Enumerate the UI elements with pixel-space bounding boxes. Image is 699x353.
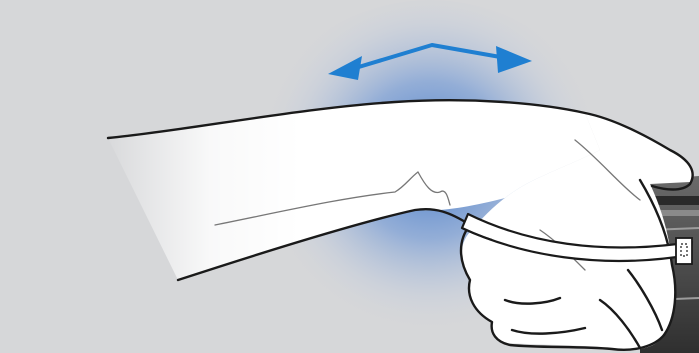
wrist-illustration — [0, 0, 699, 353]
illustration-canvas — [0, 0, 699, 353]
